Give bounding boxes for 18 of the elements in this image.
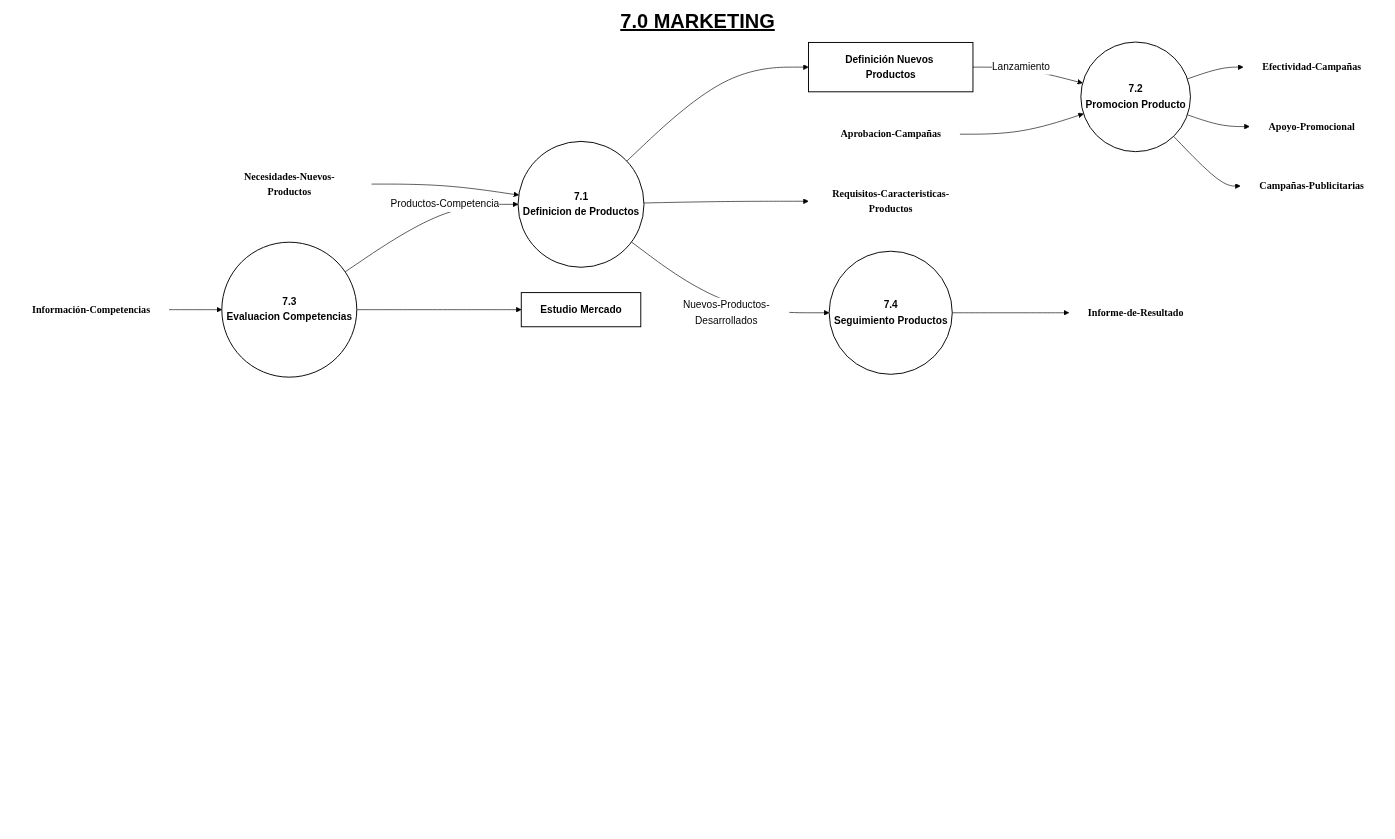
node-text: Informe-de-Resultado bbox=[1087, 307, 1183, 318]
node-text: Necesidades-Nuevos-Productos bbox=[243, 170, 335, 197]
node-circle: 7.4 Seguimiento Productos bbox=[828, 250, 953, 375]
node-text: Información-Competencias bbox=[31, 303, 150, 315]
edge-label: Lanzamiento bbox=[991, 61, 1050, 73]
edge-label: Nuevos-Productos-Desarrollados bbox=[682, 299, 770, 326]
node-circle: 7.2 Promocion Producto bbox=[1079, 41, 1191, 153]
node-text: Requisitos-Caracteristicas-Productos bbox=[831, 187, 949, 214]
node-circle: 7.3 Evaluacion Competencias bbox=[220, 241, 357, 378]
node-text: Apoyo-Promocional bbox=[1267, 120, 1355, 132]
node-text: Efectividad-Campañas bbox=[1261, 61, 1361, 73]
diagram-title: 7.0 MARKETING bbox=[619, 10, 776, 33]
node-box: Estudio Mercado bbox=[520, 292, 641, 328]
node-circle: 7.1 Definicion de Productos bbox=[517, 140, 644, 268]
edge-label: Productos-Competencia bbox=[390, 198, 499, 210]
node-text: Campañas-Publicitarias bbox=[1258, 180, 1364, 192]
node-text: Aprobacion-Campañas bbox=[839, 128, 941, 140]
node-box: Definición Nuevos Productos bbox=[807, 41, 973, 93]
